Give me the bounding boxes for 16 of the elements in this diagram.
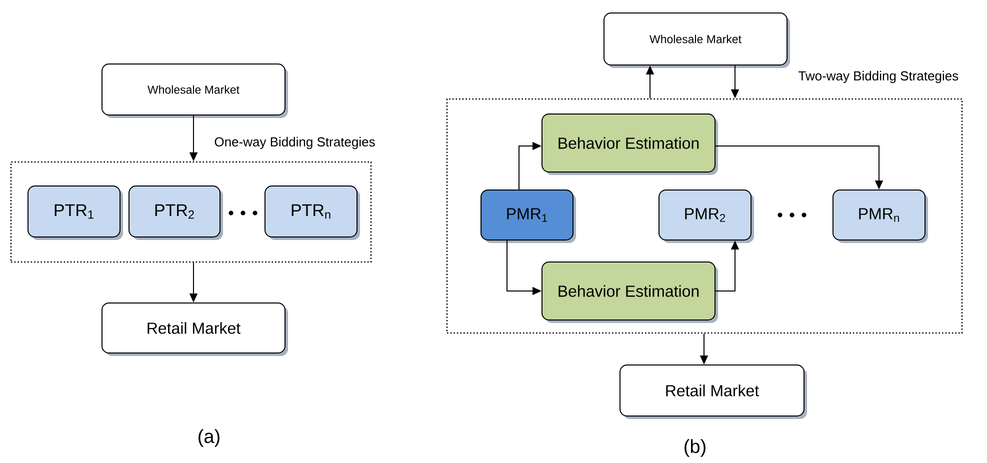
participant-box: PTR$_{1}$ [28, 186, 123, 240]
market-box: Retail Market [620, 364, 808, 419]
participant-box: PTR$_{n}$ [264, 186, 360, 240]
panel-label: (a) [198, 429, 220, 447]
participant-box: PMR$_{2}$ [658, 190, 754, 243]
group-heading: One-way Bidding Strategies [214, 136, 375, 150]
panel-label: (b) [684, 439, 706, 457]
market-box: Wholesale Market [604, 12, 790, 68]
market-box: Retail Market [102, 302, 288, 356]
participant-box: PTR$_{2}$ [128, 186, 223, 240]
participant-box: PMR$_{1}$ [480, 190, 576, 243]
market-box: Wholesale Market [102, 64, 288, 118]
estimation-box: Behavior Estimation [542, 114, 718, 175]
group-heading: Two-way Bidding Strategies [798, 70, 958, 84]
estimation-box: Behavior Estimation [542, 262, 718, 323]
participant-box: PMR$_{n}$ [832, 190, 928, 243]
